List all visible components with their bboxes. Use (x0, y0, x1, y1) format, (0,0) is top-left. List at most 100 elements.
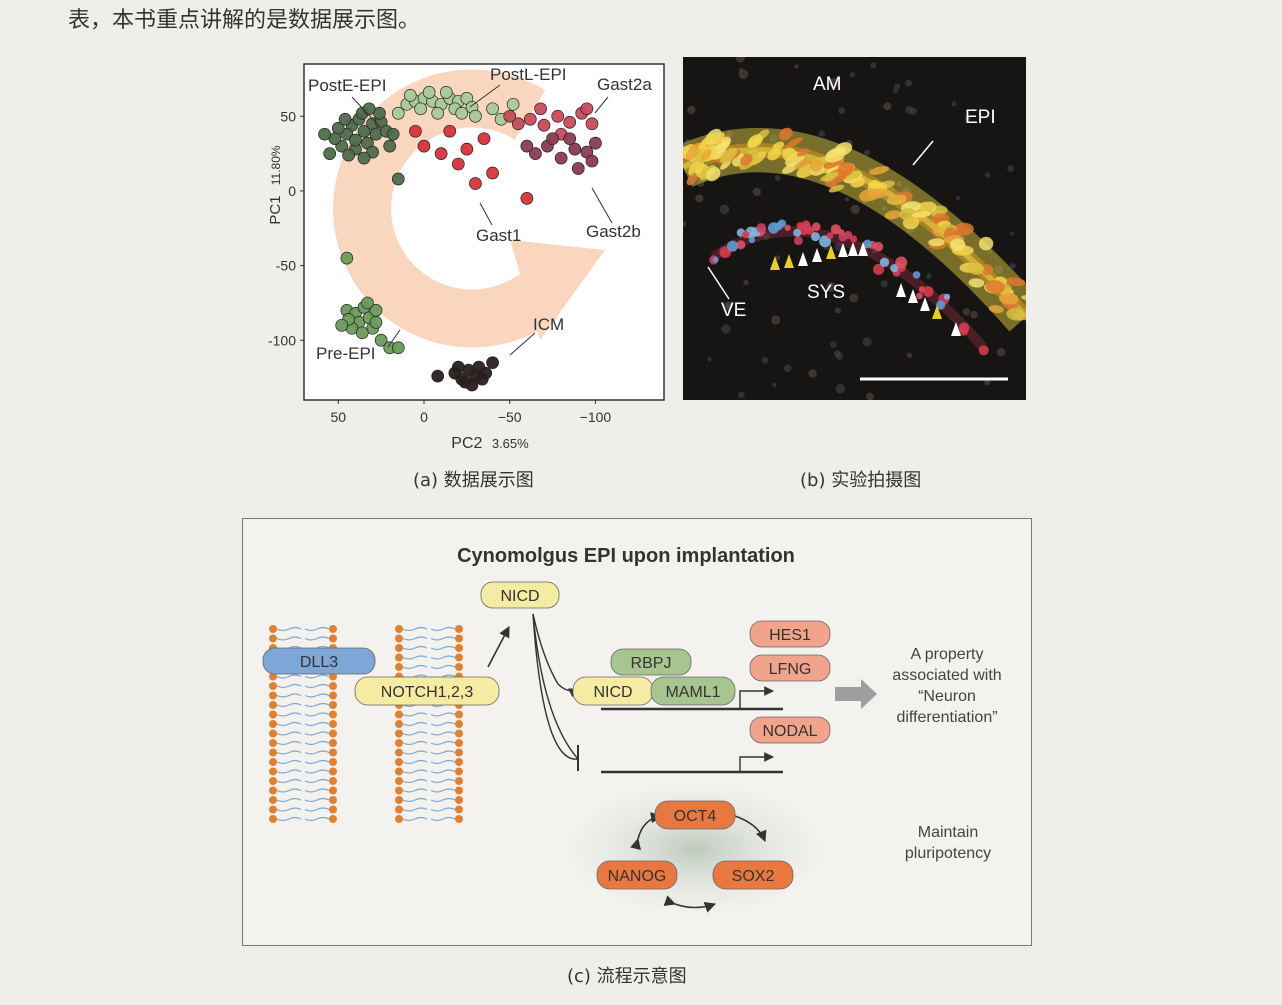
nanog-box: NANOG (596, 860, 678, 890)
label-sys: SYS (807, 282, 845, 303)
leader-line (591, 187, 613, 224)
point-postl-epi (403, 89, 417, 102)
point-gast2b (568, 142, 582, 156)
point-pre-epi (335, 318, 349, 332)
point-gast2b (585, 154, 599, 168)
y-axis-pct: 11.80% (269, 145, 283, 185)
arrowhead-marker (770, 256, 780, 270)
point-postl-epi (455, 106, 469, 120)
point-pre-epi (361, 296, 374, 310)
nicd-box-label: NICD (593, 684, 632, 701)
point-postl-epi (431, 106, 445, 120)
label-postl-epi: PostL-EPI (490, 65, 567, 84)
nicd-box: NICD (572, 676, 654, 706)
point-pre-epi (340, 251, 354, 265)
point-gast2a (534, 102, 547, 116)
nicd-top-box-label: NICD (500, 588, 539, 605)
point-icm (431, 369, 445, 383)
point-gast2a (511, 117, 525, 131)
label-gast1: Gast1 (476, 226, 521, 245)
point-gast2a (585, 117, 599, 131)
maml1-box: MAML1 (650, 676, 736, 706)
nodal-box: NODAL (749, 716, 831, 744)
diagram-title: Cynomolgus EPI upon implantation (457, 545, 795, 567)
point-gast2b (529, 147, 542, 160)
point-gast1 (486, 166, 499, 180)
point-poste-epi (357, 151, 371, 165)
x-tick-label: −50 (498, 409, 522, 425)
point-gast2b (520, 139, 534, 153)
point-gast2b (563, 132, 577, 146)
x-axis-pct: 3.65% (492, 436, 529, 451)
label-ve: VE (721, 300, 746, 321)
svg-text:PC1 11.80%: PC1 11.80% (267, 145, 284, 224)
lfng-box-label: LFNG (769, 661, 812, 678)
point-pre-epi (369, 315, 383, 329)
point-icm (458, 375, 472, 389)
label-icm: ICM (533, 315, 564, 334)
arrowhead-marker (848, 242, 858, 256)
y-tick-label: -100 (268, 332, 296, 348)
point-poste-epi (383, 139, 397, 153)
point-gast2a (563, 115, 577, 129)
pluripotency-blob (560, 779, 830, 919)
y-tick-label: -50 (276, 258, 296, 274)
point-poste-epi (323, 147, 337, 160)
point-postl-epi (469, 109, 482, 123)
arrowhead-marker (951, 322, 961, 336)
rbpj-box: RBPJ (610, 648, 692, 676)
point-gast2b (589, 136, 602, 150)
point-poste-epi (391, 172, 405, 186)
point-poste-epi (349, 133, 362, 147)
arrowhead-marker (812, 248, 822, 262)
point-gast1 (417, 139, 431, 153)
point-poste-epi (342, 148, 355, 162)
point-gast2a (580, 102, 594, 116)
arrowhead-marker (932, 305, 942, 319)
x-tick-label: −100 (580, 409, 612, 425)
leader-line (351, 96, 381, 128)
point-gast1 (451, 157, 465, 171)
arrowhead-marker (920, 297, 930, 311)
point-poste-epi (386, 127, 400, 141)
point-gast2b (546, 132, 559, 146)
leader-line (387, 329, 401, 348)
dll3-box: DLL3 (262, 647, 376, 675)
point-gast1 (409, 124, 422, 138)
caption-c: (c) 流程示意图 (567, 966, 687, 987)
hes1-box: HES1 (749, 620, 831, 648)
x-axis-label: PC2 (451, 435, 482, 452)
point-pre-epi (374, 333, 388, 347)
nodal-box-label: NODAL (762, 723, 817, 740)
point-pre-epi (355, 326, 369, 340)
x-tick-label: 0 (420, 409, 428, 425)
point-poste-epi (357, 124, 371, 138)
label-epi: EPI (965, 107, 996, 128)
panel-b-microscopy: AM EPI SYS VE (683, 57, 1026, 400)
arrowhead-marker (826, 245, 836, 259)
point-poste-epi (318, 127, 331, 141)
oct4-box: OCT4 (654, 800, 736, 830)
arrowhead-marker (798, 252, 808, 266)
point-postl-epi (506, 97, 520, 111)
point-gast2a (523, 112, 537, 126)
point-gast1 (469, 177, 482, 190)
y-tick-label: 0 (288, 183, 296, 199)
arrowhead-marker (908, 289, 918, 303)
nicd-to-complex-arrow (532, 613, 579, 698)
point-poste-epi (338, 112, 352, 126)
lfng-box: LFNG (749, 654, 831, 682)
point-postl-epi (391, 106, 405, 120)
leader-line (594, 96, 609, 114)
point-gast1 (520, 192, 534, 205)
point-postl-epi (486, 102, 499, 116)
caption-b: (b) 实验拍摄图 (800, 470, 922, 491)
arrowhead-marker (784, 254, 794, 268)
label-pre-epi: Pre-EPI (316, 344, 376, 363)
leader-line (469, 84, 501, 108)
label-poste-epi: PostE-EPI (308, 76, 386, 95)
point-poste-epi (362, 102, 376, 116)
dll3-box-label: DLL3 (300, 654, 338, 671)
